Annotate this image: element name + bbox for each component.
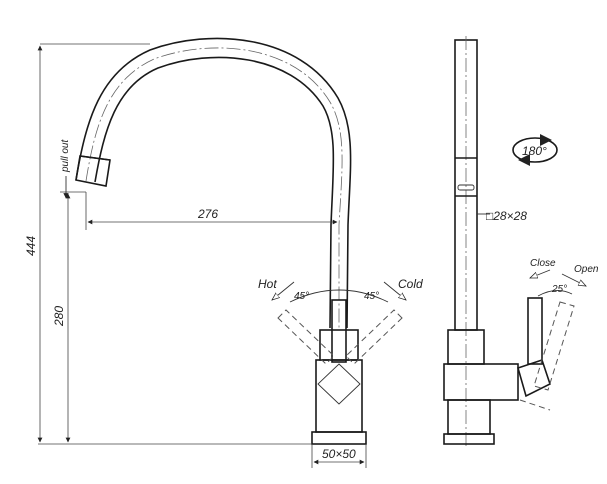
cold-arrow: [383, 281, 406, 300]
close-label: Close: [530, 258, 556, 269]
open-arrow: [561, 273, 586, 286]
base-plate: [311, 431, 367, 445]
spout-outer: [75, 37, 352, 329]
angle-right-label: 45°: [364, 291, 379, 302]
dim-280-label: 280: [52, 306, 66, 327]
dim-444-label: 444: [24, 236, 38, 256]
side-body-main: [443, 363, 519, 401]
cartridge-diamond: [317, 363, 361, 405]
dim-base-label: 50×50: [322, 447, 356, 461]
hot-label: Hot: [258, 277, 277, 291]
spout-inner: [94, 56, 335, 329]
side-handle-lever: [527, 297, 543, 365]
side-body-lower: [447, 399, 491, 435]
spout-centerline: [85, 47, 343, 330]
body-upper: [319, 329, 359, 361]
pull-out-label: pull out: [60, 139, 71, 173]
side-base-plate: [443, 433, 495, 445]
close-arrow: [530, 269, 551, 279]
open-label: Open: [574, 264, 599, 275]
pull-out-head: [75, 155, 111, 187]
rotation-arrow-top: [540, 134, 552, 146]
dim-276-label: 276: [197, 207, 218, 221]
handle-lever: [331, 299, 347, 363]
side-dashed-base: [519, 399, 551, 411]
side-view: □28×28 Close Open 25° 180°: [443, 36, 599, 448]
body-main: [315, 359, 363, 433]
handle-hot-position: [277, 309, 335, 365]
cold-label: Cold: [398, 277, 423, 291]
rotation-ellipse: [512, 137, 558, 163]
rotation-arrow-bottom: [518, 154, 530, 166]
head-joint: [79, 155, 111, 161]
angle-arc: [289, 289, 389, 303]
handle-cold-position: [345, 309, 403, 365]
angle-left-label: 45°: [294, 291, 309, 302]
side-angle-label: 25°: [551, 284, 567, 295]
hot-arrow: [272, 281, 295, 300]
side-open-arc: [537, 290, 573, 297]
swivel-ring: [457, 184, 475, 191]
side-handle-cartridge: [517, 358, 551, 398]
square-label: □28×28: [486, 209, 527, 223]
side-handle-open-position: [533, 301, 575, 391]
front-view: Hot Cold 45° 45° 276 444 280 pull out 50…: [24, 37, 423, 468]
rotation-label: 180°: [522, 144, 547, 158]
